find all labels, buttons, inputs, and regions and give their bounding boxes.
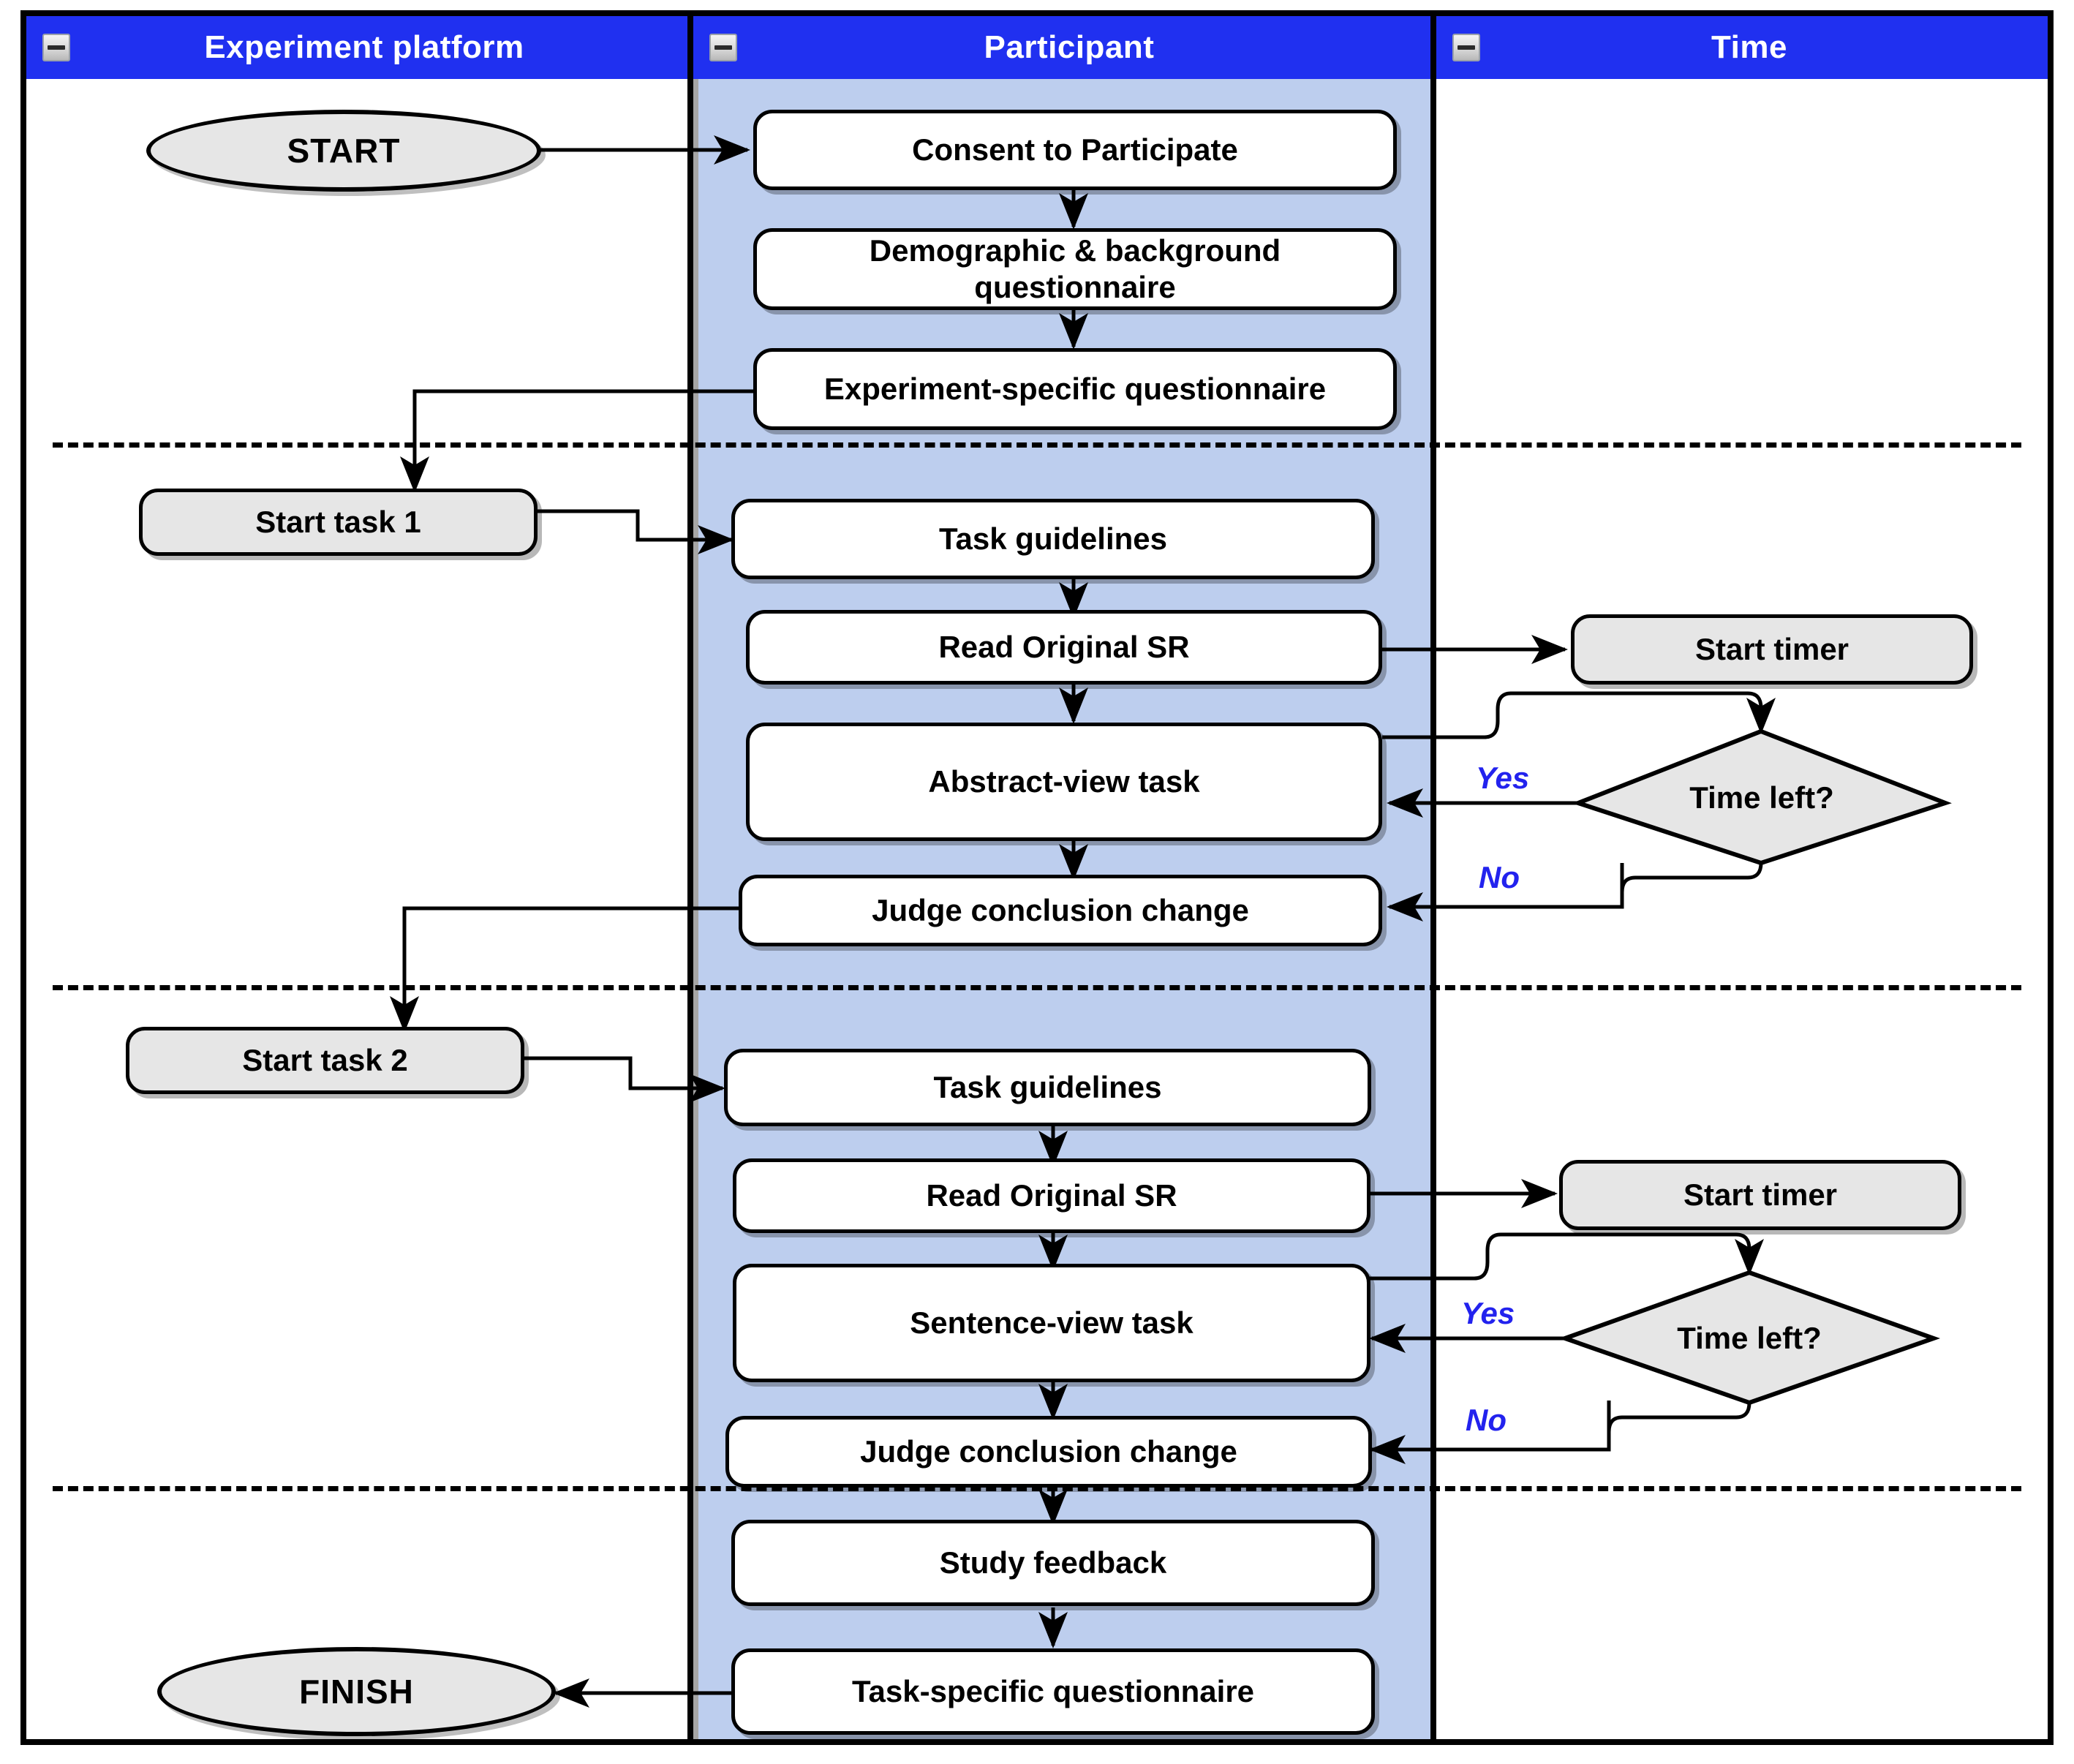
node-finish[interactable]: FINISH [157, 1647, 556, 1736]
node-experiment-specific-questionnaire[interactable]: Experiment-specific questionnaire [753, 348, 1397, 430]
node-start-task-2[interactable]: Start task 2 [126, 1027, 524, 1094]
node-demographic-questionnaire[interactable]: Demographic & background questionnaire [753, 228, 1397, 310]
phase-separator-3 [53, 1486, 2021, 1491]
edge-label-task1-no: No [1479, 860, 1520, 894]
node-task2-read-original-sr[interactable]: Read Original SR [733, 1158, 1370, 1233]
lane-title-participant: Participant [984, 29, 1155, 65]
node-task-specific-questionnaire[interactable]: Task-specific questionnaire [731, 1648, 1375, 1735]
node-consent-to-participate[interactable]: Consent to Participate [753, 110, 1397, 190]
node-task2-judge-conclusion-change[interactable]: Judge conclusion change [725, 1416, 1372, 1488]
node-task2-time-left-decision[interactable]: Time left? [1677, 1321, 1822, 1356]
phase-separator-2 [53, 985, 2021, 990]
node-task2-start-timer[interactable]: Start timer [1559, 1160, 1961, 1230]
lane-header-participant[interactable]: Participant [693, 16, 1436, 79]
lane-title-time: Time [1711, 29, 1787, 65]
node-task1-time-left-decision[interactable]: Time left? [1689, 780, 1834, 815]
node-abstract-view-task[interactable]: Abstract-view task [746, 723, 1382, 841]
collapse-minus-icon[interactable] [709, 34, 737, 61]
edge-label-task1-yes: Yes [1476, 761, 1530, 795]
lane-body-time [1436, 79, 2048, 1739]
node-task1-guidelines[interactable]: Task guidelines [731, 499, 1375, 579]
edge-label-task2-yes: Yes [1461, 1296, 1515, 1330]
node-task1-start-timer[interactable]: Start timer [1571, 614, 1973, 685]
node-study-feedback[interactable]: Study feedback [731, 1520, 1375, 1606]
node-task1-judge-conclusion-change[interactable]: Judge conclusion change [739, 875, 1382, 946]
lane-header-platform[interactable]: Experiment platform [26, 16, 693, 79]
node-task1-read-original-sr[interactable]: Read Original SR [746, 610, 1382, 685]
lane-title-platform: Experiment platform [204, 29, 524, 65]
node-start[interactable]: START [146, 110, 541, 192]
phase-separator-1 [53, 442, 2021, 448]
node-task2-guidelines[interactable]: Task guidelines [724, 1049, 1371, 1126]
collapse-minus-icon[interactable] [1452, 34, 1480, 61]
lane-header-time[interactable]: Time [1436, 16, 2048, 79]
node-sentence-view-task[interactable]: Sentence-view task [733, 1264, 1370, 1382]
node-start-task-1[interactable]: Start task 1 [139, 489, 538, 556]
collapse-minus-icon[interactable] [42, 34, 70, 61]
edge-label-task2-no: No [1466, 1403, 1507, 1437]
